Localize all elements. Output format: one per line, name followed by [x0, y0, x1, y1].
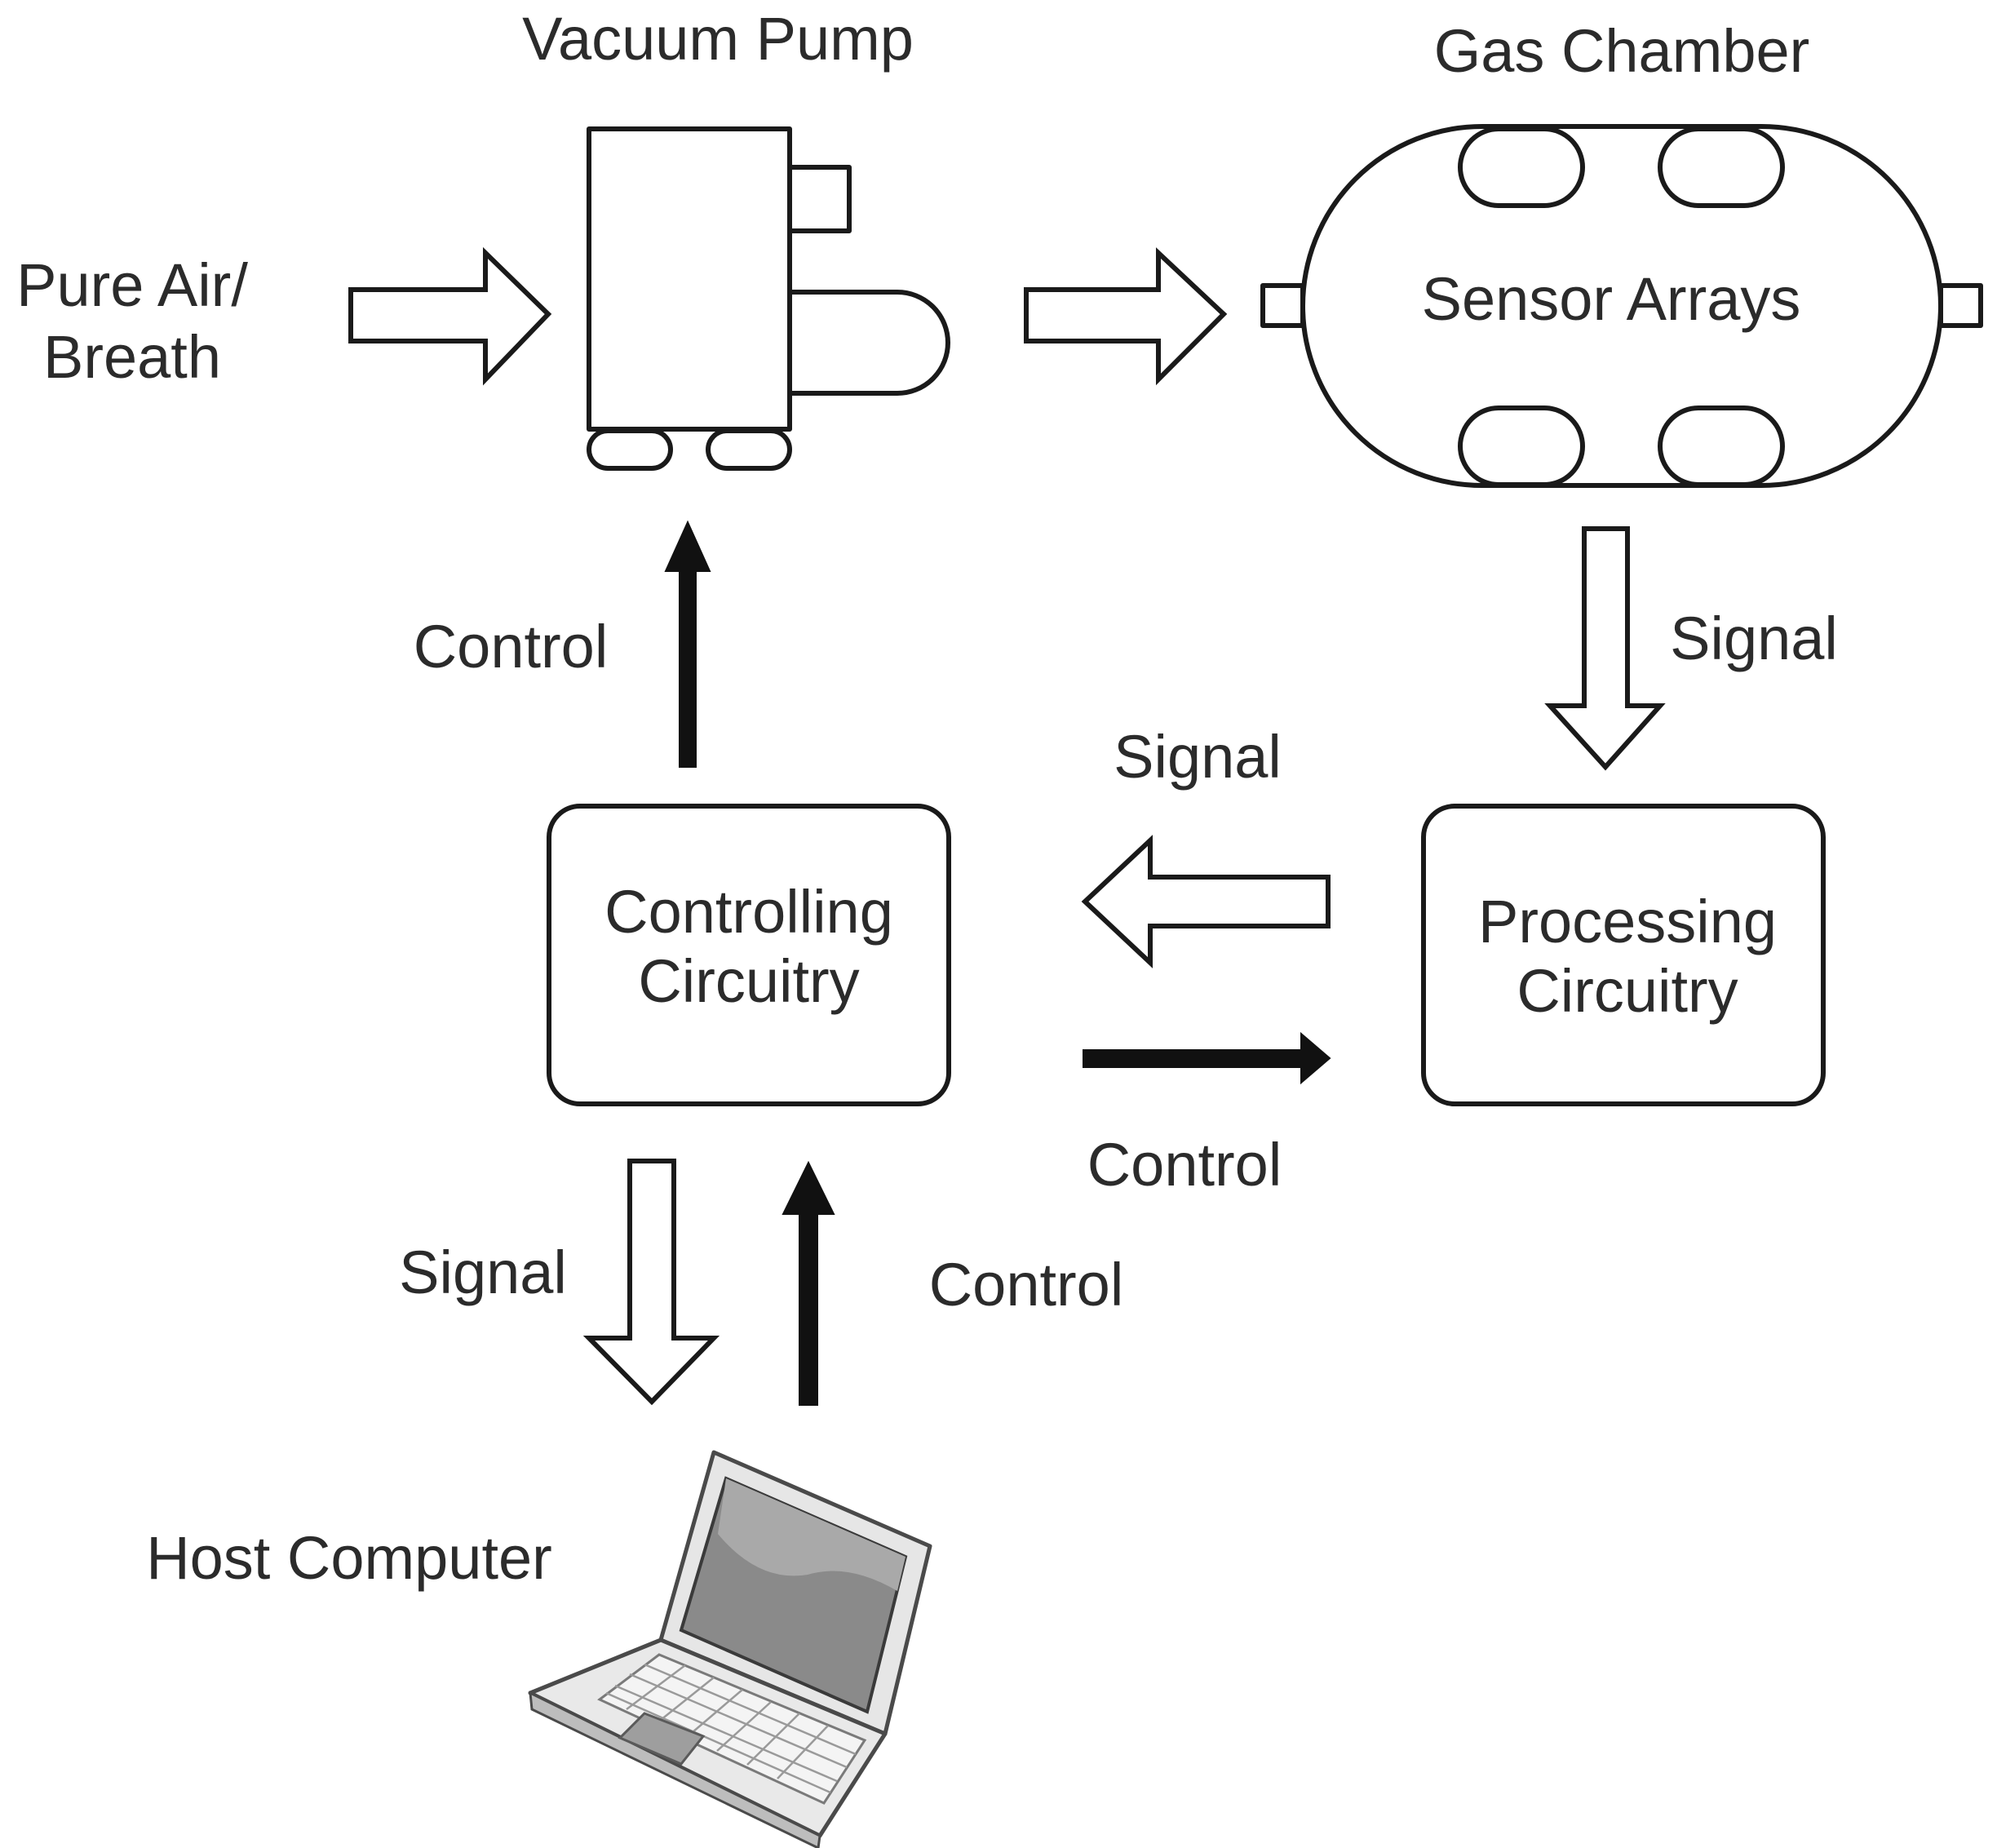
controlling-label-line2: Circuitry [638, 947, 859, 1015]
gas-chamber [1260, 124, 1983, 488]
pump-foot-right [706, 428, 792, 471]
host-signal-arrow [582, 1159, 720, 1406]
host-signal-label: Signal [399, 1239, 567, 1306]
pump-to-chamber-arrow [1024, 247, 1228, 386]
control-to-pump-arrow [664, 520, 711, 768]
vacuum-pump-label: Vacuum Pump [522, 5, 914, 73]
laptop-touchpad [618, 1712, 706, 1766]
control-to-pump-label: Control [414, 613, 609, 680]
chamber-inlet-port [1260, 283, 1305, 328]
chamber-signal-label: Signal [1670, 605, 1838, 672]
host-computer-label: Host Computer [146, 1524, 552, 1592]
control-to-processing-label: Control [1087, 1131, 1282, 1199]
laptop-keys [605, 1663, 857, 1794]
controlling-label-line1: Controlling [604, 878, 893, 946]
input-label-line1: Pure Air/ [16, 251, 248, 319]
control-to-processing-arrow [1083, 1031, 1331, 1085]
processing-label-line1: Processing [1478, 888, 1777, 955]
chamber-signal-arrow [1544, 526, 1666, 771]
host-control-arrow [782, 1160, 835, 1406]
pump-foot-left [587, 428, 673, 471]
gas-chamber-label: Gas Chamber [1434, 17, 1810, 85]
sensor-bottom-right [1658, 405, 1785, 487]
pump-outlet [790, 290, 950, 396]
sensor-arrays-label: Sensor Arrays [1422, 265, 1801, 333]
sensor-top-left [1458, 126, 1585, 208]
pump-top-port [787, 165, 852, 233]
pump-body [587, 126, 792, 432]
vacuum-pump [587, 126, 950, 471]
chamber-outlet-port [1938, 283, 1983, 328]
processing-circuitry-box [1421, 804, 1826, 1106]
sensor-bottom-left [1458, 405, 1585, 487]
processing-label-line2: Circuitry [1517, 957, 1738, 1025]
laptop-keyboard [597, 1653, 867, 1805]
laptop-base-edge [529, 1691, 821, 1848]
processing-signal-label: Signal [1114, 723, 1282, 791]
controlling-circuitry-box [547, 804, 951, 1106]
host-control-label: Control [929, 1251, 1124, 1318]
input-flow-arrow [348, 246, 552, 386]
laptop-icon [528, 1450, 932, 1848]
processing-signal-arrow [1081, 835, 1331, 968]
input-label-line2: Breath [43, 323, 221, 391]
laptop-screen-wave [718, 1478, 906, 1591]
sensor-top-right [1658, 126, 1785, 208]
